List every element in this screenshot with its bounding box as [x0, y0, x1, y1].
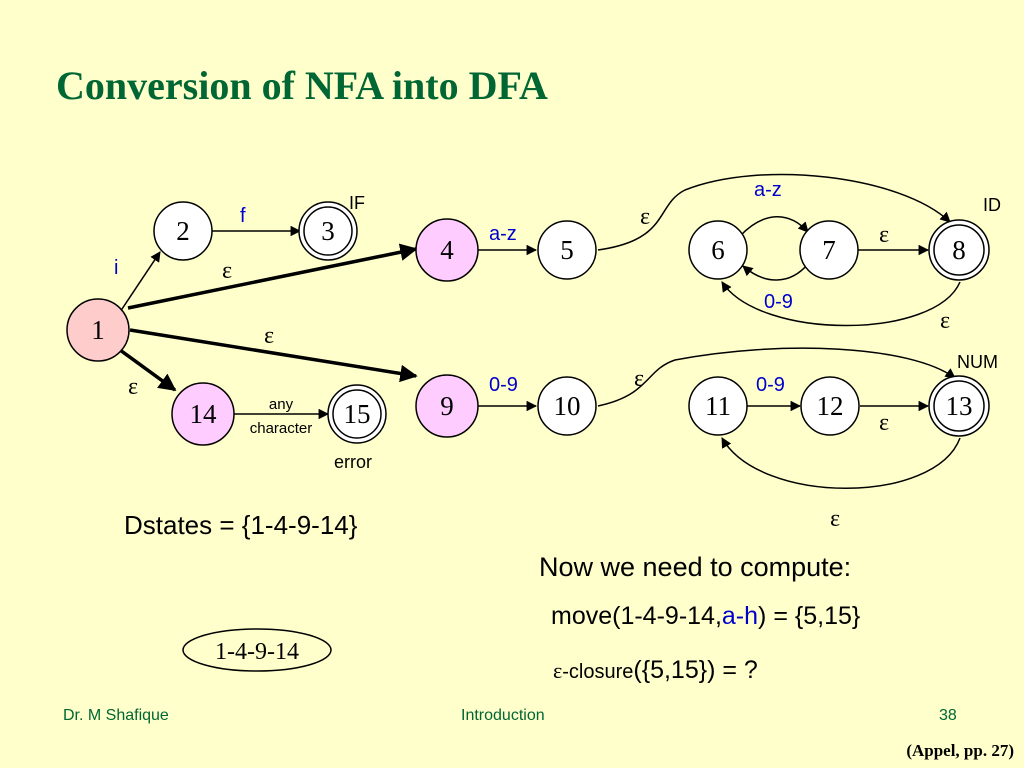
move-suffix: ) = {5,15} [758, 602, 861, 630]
svg-text:12: 12 [817, 391, 844, 421]
label-edge-4-5: a-z [489, 223, 517, 245]
svg-text:1: 1 [91, 315, 105, 345]
edge-6-7 [739, 216, 809, 237]
label-edge-11-12: 0-9 [756, 374, 785, 396]
state-10: 10 [537, 376, 597, 436]
state-4: 4 [415, 218, 479, 282]
state-1: 1 [66, 298, 130, 362]
label-edge-13-11-epsilon: ε [830, 506, 840, 532]
state-12: 12 [800, 376, 860, 436]
svg-text:10: 10 [554, 391, 581, 421]
label-edge-8-6-epsilon: ε [940, 308, 950, 334]
footer-page-number: 38 [939, 707, 957, 724]
svg-text:8: 8 [952, 235, 966, 265]
svg-text:13: 13 [946, 391, 973, 421]
state-14: 14 [171, 382, 235, 446]
state-3-accept: 3 [298, 201, 358, 261]
tag-error: error [334, 452, 372, 472]
svg-text:5: 5 [560, 235, 574, 265]
footer-topic: Introduction [461, 707, 545, 724]
tag-num: NUM [957, 352, 998, 372]
state-7: 7 [799, 220, 859, 280]
state-6: 6 [688, 220, 748, 280]
svg-text:14: 14 [190, 399, 218, 429]
move-prefix: move(1-4-9-14, [551, 602, 722, 630]
label-edge-1-14-epsilon: ε [128, 374, 138, 400]
svg-text:2: 2 [176, 216, 190, 246]
dstate-ellipse-label: 1-4-9-14 [215, 639, 299, 665]
compute-heading: Now we need to compute: [539, 552, 852, 582]
label-edge-7-8-epsilon: ε [879, 222, 889, 248]
edge-13-11 [721, 437, 961, 489]
label-edge-1-4-epsilon: ε [222, 258, 232, 284]
state-11: 11 [688, 376, 748, 436]
label-edge-1-2: i [114, 257, 118, 279]
edge-8-6 [721, 281, 961, 327]
closure-expression: ε-closure({5,15}) = ? [553, 656, 758, 685]
dstate-ellipse: 1-4-9-14 [182, 628, 332, 672]
label-edge-5-8-epsilon: ε [640, 204, 650, 230]
label-edge-14-15-line1: any [269, 396, 294, 413]
label-edge-2-3: f [240, 205, 246, 227]
slide-title: Conversion of NFA into DFA [56, 63, 548, 108]
label-edge-14-15-line2: character [250, 420, 313, 437]
edge-1-4 [127, 243, 418, 310]
svg-text:11: 11 [705, 391, 731, 421]
edge-1-14 [118, 348, 177, 392]
edge-1-2 [119, 251, 161, 313]
svg-text:4: 4 [440, 235, 454, 265]
state-2: 2 [153, 201, 213, 261]
label-edge-7-6: 0-9 [764, 291, 793, 313]
closure-epsilon: ε [553, 658, 563, 683]
footer-author: Dr. M Shafique [63, 707, 169, 724]
label-edge-6-7: a-z [754, 179, 782, 201]
svg-text:15: 15 [344, 399, 371, 429]
label-edge-10-13-epsilon: ε [634, 366, 644, 392]
edge-1-9 [129, 328, 418, 383]
svg-text:9: 9 [440, 391, 454, 421]
label-edge-9-10: 0-9 [489, 374, 518, 396]
state-15-accept: 15 [327, 384, 387, 444]
label-edge-12-13-epsilon: ε [879, 410, 889, 436]
tag-id: ID [983, 195, 1001, 215]
closure-rest: ({5,15}) = ? [633, 656, 758, 684]
tag-if: IF [349, 193, 365, 213]
state-13-accept: 13 [928, 375, 990, 437]
move-expression: move(1-4-9-14,a-h) = {5,15} [551, 602, 860, 631]
state-8-accept: 8 [928, 219, 990, 281]
label-edge-1-9-epsilon: ε [264, 323, 274, 349]
edge-5-8 [597, 173, 951, 251]
reference-citation: (Appel, pp. 27) [906, 741, 1014, 760]
closure-word: -closure [562, 661, 634, 683]
edge-7-6 [742, 263, 809, 281]
edge-10-13 [597, 347, 956, 407]
state-9: 9 [415, 374, 479, 438]
dstates-text: Dstates = {1-4-9-14} [124, 510, 358, 540]
state-5: 5 [537, 220, 597, 280]
svg-text:6: 6 [711, 235, 725, 265]
move-input: a-h [721, 602, 759, 630]
svg-text:7: 7 [822, 235, 836, 265]
svg-text:3: 3 [321, 216, 335, 246]
